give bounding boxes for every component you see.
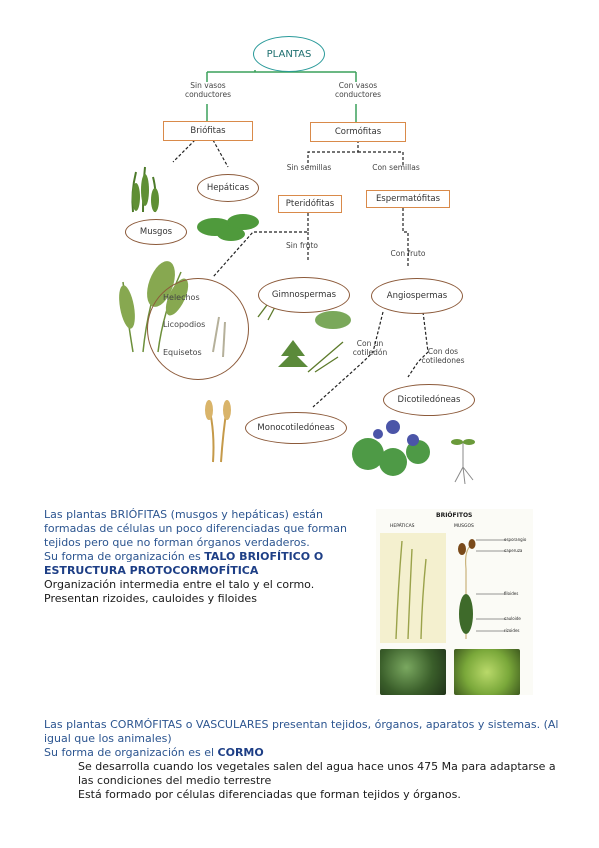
talo-briofitico-term: TALO BRIOFÍTICO O (204, 550, 324, 563)
label-helechos: Helechos (163, 293, 200, 302)
briofitos-drawing (380, 533, 506, 643)
briofitas-line-2: formadas de células un poco diferenciada… (44, 522, 347, 535)
root-node-plantas: PLANTAS (253, 36, 325, 72)
node-hepaticas: Hepáticas (197, 174, 259, 202)
label-licopodios: Licopodios (163, 320, 206, 329)
briofitas-line-4: Su forma de organización es TALO BRIOFÍT… (44, 550, 323, 564)
label-sin-vasos: Sin vasos conductores (184, 81, 232, 99)
label-un-cotiledon: Con un cotiledón (352, 339, 388, 357)
briofitas-line-7: Presentan rizoides, cauloides y filoides (44, 592, 257, 605)
label-sin-fruto: Sin fruto (286, 241, 318, 250)
organization-label: Su forma de organización es (44, 550, 205, 563)
node-angiospermas: Angiospermas (371, 278, 463, 314)
briofitas-line-1: Las plantas BRIÓFITAS (musgos y hepática… (44, 508, 323, 521)
briofitas-line-6: Organización intermedia entre el talo y … (44, 578, 315, 591)
cormofitas-line-4: Se desarrolla cuando los vegetales salen… (78, 760, 556, 773)
label-con-semillas: Con semillas (372, 163, 420, 172)
briofitos-figure-title: BRIÓFITOS (436, 512, 473, 519)
cormofitas-line-2: igual que los animales) (44, 732, 172, 745)
cormofitas-line-6: Está formado por células diferenciadas q… (78, 788, 461, 801)
filoides-caption: filoides (504, 591, 519, 596)
esporangio-caption: esporangio (504, 537, 527, 542)
rizoides-caption: rizoides (504, 628, 520, 633)
cormo-organization-label: Su forma de organización es el (44, 746, 218, 759)
node-helechos-group (147, 278, 249, 380)
label-sin-semillas: Sin semillas (286, 163, 332, 172)
node-cormofitas: Cormófitas (310, 122, 406, 142)
cormo-term: CORMO (217, 746, 264, 759)
hepaticas-caption: HEPÁTICAS (390, 524, 415, 529)
briofitos-figure: BRIÓFITOS HEPÁTICAS MUSGOS esporangio ca… (376, 509, 533, 695)
label-con-fruto: Con fruto (390, 249, 426, 258)
label-equisetos: Equisetos (163, 348, 202, 357)
hepatica-photo (380, 649, 446, 695)
node-dicotiledoneas: Dicotiledóneas (383, 384, 475, 416)
briofitas-line-3: tejidos pero que no forman órganos verda… (44, 536, 310, 549)
node-monocotiledoneas: Monocotiledóneas (245, 412, 347, 444)
node-espermatofitas: Espermatófitas (366, 190, 450, 208)
cormofitas-line-1: Las plantas CORMÓFITAS o VASCULARES pres… (44, 718, 559, 731)
node-briofitas: Briófitas (163, 121, 253, 141)
briofitas-line-5: ESTRUCTURA PROTOCORMOFÍTICA (44, 564, 259, 577)
musgos-caption: MUSGOS (454, 524, 474, 529)
plant-classification-diagram: PLANTAS Sin vasos conductores Con vasos … (103, 22, 499, 490)
node-musgos: Musgos (125, 219, 187, 245)
caperuza-caption: caperuza (504, 548, 523, 553)
node-gimnospermas: Gimnospermas (258, 277, 350, 313)
cauloide-caption: cauloide (504, 616, 521, 621)
musgo-photo (454, 649, 520, 695)
label-dos-cotiledones: Con dos cotiledones (421, 347, 465, 365)
node-pteridofitas: Pteridófitas (278, 195, 342, 213)
cormofitas-line-5: las condiciones del medio terrestre (78, 774, 272, 787)
label-con-vasos: Con vasos conductores (334, 81, 382, 99)
cormofitas-line-3: Su forma de organización es el CORMO (44, 746, 264, 760)
